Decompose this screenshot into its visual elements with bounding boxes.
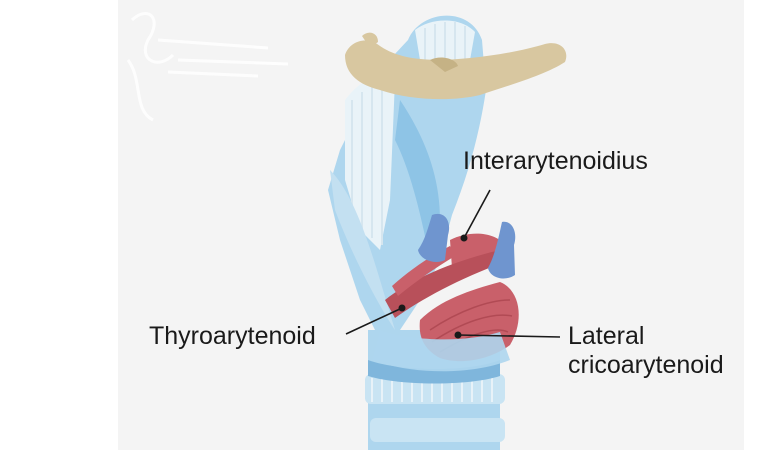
- left-margin: [0, 0, 118, 450]
- right-arytenoid: [488, 221, 516, 279]
- label-lateral-line1: Lateral: [568, 322, 645, 350]
- label-thyroarytenoid: Thyroarytenoid: [149, 322, 316, 350]
- leader-lines: [345, 189, 561, 338]
- watermark-logo: [126, 12, 289, 122]
- leader-lateral-cricoarytenoid: [457, 334, 561, 338]
- arytenoid-cartilages: [418, 213, 516, 279]
- label-lateral-line2: cricoarytenoid: [568, 351, 724, 379]
- leader-thyroarytenoid: [345, 307, 403, 335]
- dot-thyroarytenoid: [398, 304, 406, 312]
- hyoid-bone: [345, 32, 567, 100]
- label-interarytenoidius: Interarytenoidius: [463, 147, 648, 175]
- right-margin: [744, 0, 758, 450]
- label-lateral-cricoarytenoid: Lateral cricoarytenoid: [568, 322, 724, 380]
- dot-interarytenoidius: [460, 234, 468, 242]
- leader-dots: [398, 234, 468, 339]
- cricoid-cartilage: [372, 330, 510, 372]
- dot-lateral-cricoarytenoid: [454, 331, 462, 339]
- thyroarytenoid-muscle: [385, 250, 505, 318]
- leader-interarytenoidius: [463, 189, 491, 239]
- left-arytenoid: [418, 213, 450, 262]
